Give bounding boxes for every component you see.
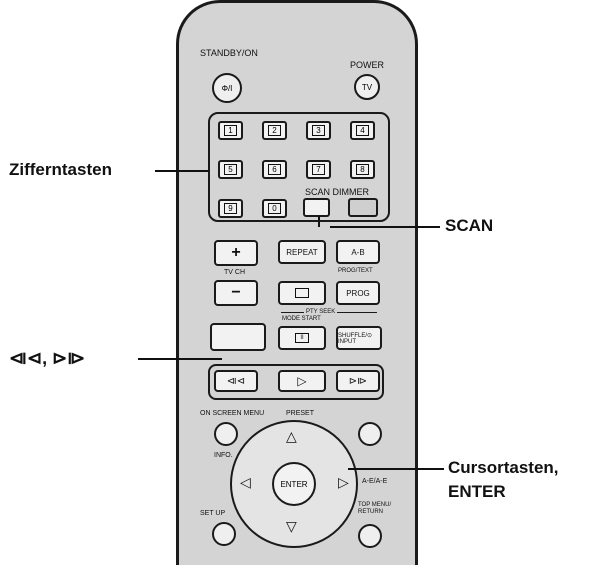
- standby-label: STANDBY/ON: [200, 48, 258, 58]
- callout-skip: ⧏⊲, ⊳⧐: [9, 348, 86, 368]
- enter-button[interactable]: ENTER: [272, 462, 316, 506]
- on-screen-menu-label: ON SCREEN MENU: [200, 410, 265, 417]
- power-tv-button[interactable]: TV: [354, 74, 380, 100]
- cursor-up-icon[interactable]: △: [286, 428, 297, 444]
- scan-dimmer-label: SCAN DIMMER: [305, 187, 370, 197]
- number-key-6[interactable]: 6: [262, 160, 287, 179]
- set-up-label: SET UP: [200, 510, 226, 517]
- callout-line-zifferntasten: [155, 170, 209, 172]
- shuffle-input-button[interactable]: SHUFFLE/⊙ INPUT: [336, 326, 382, 350]
- cursor-right-icon[interactable]: ▷: [338, 474, 349, 490]
- scan-button[interactable]: [303, 198, 330, 217]
- top-menu-button[interactable]: [358, 524, 382, 548]
- play-icon: ▷: [297, 374, 307, 388]
- callout-cursor-line1: Cursortasten,: [448, 458, 559, 477]
- cursor-down-icon[interactable]: ▽: [286, 518, 297, 534]
- number-key-8[interactable]: 8: [350, 160, 375, 179]
- blank-button[interactable]: [210, 323, 266, 351]
- stop-icon: [295, 288, 309, 298]
- number-key-0[interactable]: 0: [262, 199, 287, 218]
- tv-ch-plus-button[interactable]: +: [214, 240, 258, 266]
- standby-icon: Φ/I: [221, 83, 233, 93]
- tv-icon: TV: [361, 82, 373, 92]
- callout-line-skip: [138, 358, 222, 360]
- number-key-5[interactable]: 5: [218, 160, 243, 179]
- enter-label: ENTER: [280, 479, 308, 489]
- callout-line-scan: [330, 226, 440, 228]
- number-key-2[interactable]: 2: [262, 121, 287, 140]
- pause-button[interactable]: II: [278, 326, 326, 350]
- skip-forward-icon: ⊳⧐: [348, 375, 368, 387]
- power-label: POWER: [350, 60, 385, 70]
- callout-line-cursor: [348, 468, 444, 470]
- callout-zifferntasten: Zifferntasten: [9, 160, 112, 179]
- standby-button[interactable]: Φ/I: [212, 73, 242, 103]
- number-key-1[interactable]: 1: [218, 121, 243, 140]
- cursor-left-icon[interactable]: ◁: [240, 474, 251, 490]
- top-menu-return-label: TOP MENU/ RETURN: [358, 502, 392, 515]
- skip-back-button[interactable]: ⧏⊲: [214, 370, 258, 392]
- callout-scan: SCAN: [445, 216, 494, 235]
- skip-forward-button[interactable]: ⊳⧐: [336, 370, 380, 392]
- callout-line-scan-vert: [318, 216, 320, 227]
- prog-text-label: PROG/TEXT: [338, 268, 373, 274]
- pause-icon: II: [295, 333, 309, 343]
- a-e-label: A-E/A-E: [362, 478, 388, 485]
- repeat-button[interactable]: REPEAT: [278, 240, 326, 264]
- number-key-3[interactable]: 3: [306, 121, 331, 140]
- stop-button[interactable]: [278, 281, 326, 305]
- on-screen-menu-button[interactable]: [214, 422, 238, 446]
- info-label: INFO.: [214, 452, 233, 459]
- prog-button[interactable]: PROG: [336, 281, 380, 305]
- number-key-4[interactable]: 4: [350, 121, 375, 140]
- mode-start-label: MODE START: [282, 316, 321, 322]
- tv-ch-label: TV CH: [224, 269, 245, 276]
- number-key-9[interactable]: 9: [218, 199, 243, 218]
- skip-keys-frame: [208, 364, 384, 400]
- play-button[interactable]: ▷: [278, 370, 326, 392]
- a-b-button[interactable]: A-B: [336, 240, 380, 264]
- pty-seek-label: PTY SEEK: [304, 309, 338, 315]
- number-key-7[interactable]: 7: [306, 160, 331, 179]
- set-up-button[interactable]: [212, 522, 236, 546]
- preset-right-button[interactable]: [358, 422, 382, 446]
- number-keys-frame: [208, 112, 390, 222]
- dimmer-button[interactable]: [348, 198, 378, 217]
- preset-label: PRESET: [286, 410, 315, 417]
- callout-cursor-line2: ENTER: [448, 482, 506, 501]
- tv-ch-minus-button[interactable]: −: [214, 280, 258, 306]
- skip-back-icon: ⧏⊲: [226, 375, 246, 387]
